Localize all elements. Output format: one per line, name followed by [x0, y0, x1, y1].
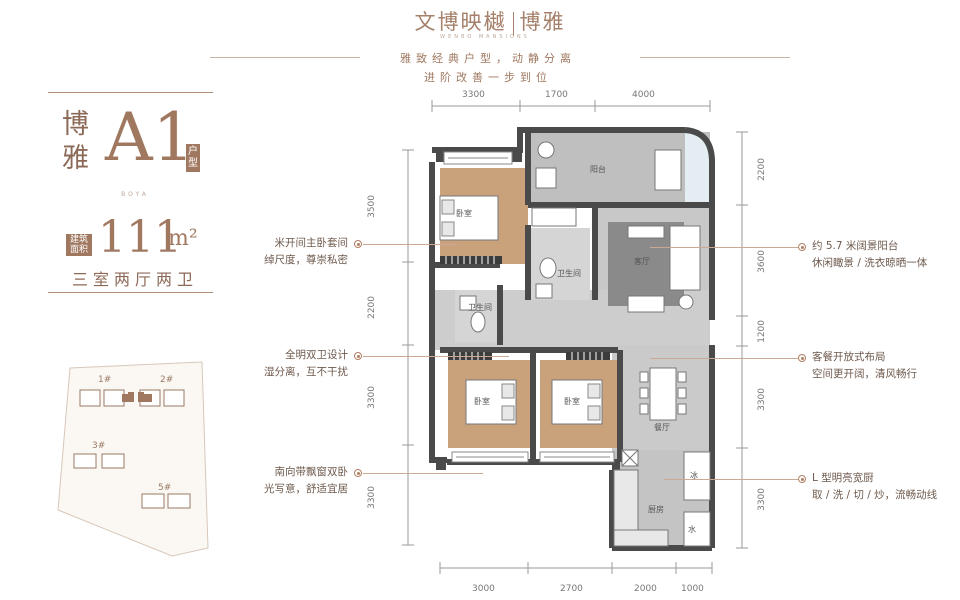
- annotation-leader-left-1: [363, 244, 457, 245]
- unit-bottom-rule: [48, 292, 213, 293]
- dim-bottom-2: 2700: [560, 584, 583, 594]
- annotation-left-1: 米开间主卧套间 绰尺度，尊崇私密: [258, 235, 348, 269]
- unit-name: 博 雅: [62, 108, 89, 176]
- annotation-left-3-line2: 光写意，舒适宜居: [264, 483, 348, 495]
- annotation-left-2: 全明双卫设计 湿分离，互不干扰: [258, 347, 348, 381]
- room-label-fridge: 冰: [690, 471, 698, 480]
- dim-top-2: 1700: [545, 90, 568, 100]
- annotation-left-1-line2: 绰尺度，尊崇私密: [264, 254, 348, 266]
- dim-top-1: 3300: [462, 90, 485, 100]
- unit-name-char-2: 雅: [62, 143, 89, 174]
- slogan-line-1: 雅致经典户型，动静分离: [400, 52, 576, 65]
- room-label-bathroom-main: 卫生间: [557, 269, 581, 278]
- annotation-right-1: 约 5.7 米阔景阳台 休闲瞰景 / 洗衣晾晒一体: [812, 238, 927, 272]
- room-label-master-bedroom: 卧室: [456, 209, 472, 218]
- sofa: [669, 225, 701, 291]
- room-label-bedroom-2: 卧室: [474, 397, 490, 406]
- site-building-2: 2#: [160, 375, 173, 385]
- annotation-right-2-line2: 空间更开阔，清风畅行: [812, 368, 917, 380]
- annotation-right-3-line2: 取 / 洗 / 切 / 炒，流畅动线: [812, 489, 938, 501]
- annotation-dot-right-1: [798, 243, 806, 251]
- area-label: 建筑面积: [66, 234, 92, 256]
- water-heater: [683, 511, 711, 547]
- room-label-kitchen: 厨房: [648, 505, 664, 514]
- annotation-leader-right-3: [664, 479, 798, 480]
- unit-top-rule: [48, 92, 213, 93]
- area-unit: m²: [168, 226, 198, 251]
- room-label-dining: 餐厅: [654, 423, 670, 432]
- annotation-left-1-line1: 米开间主卧套间: [274, 237, 349, 249]
- room-label-balcony: 阳台: [590, 165, 606, 174]
- annotation-right-3-line1: L 型明亮宽厨: [812, 472, 874, 484]
- room-label-water: 水: [688, 525, 696, 534]
- annotation-dot-right-3: [798, 475, 806, 483]
- header-rule-right: [640, 57, 790, 58]
- brand-title: 文博映樾博雅: [395, 6, 585, 36]
- site-building-5: 5#: [158, 483, 171, 493]
- annotation-right-1-line1: 约 5.7 米阔景阳台: [812, 240, 899, 252]
- unit-model: A1: [105, 99, 195, 176]
- dim-bottom-4: 1000: [681, 584, 704, 594]
- annotation-leader-right-2: [650, 358, 798, 359]
- unit-layout: 三室两厅两卫: [71, 270, 198, 289]
- site-building-3: 3#: [92, 441, 105, 451]
- annotation-dot-right-2: [798, 354, 806, 362]
- unit-name-char-1: 博: [62, 109, 89, 140]
- annotation-dot-left-1: [354, 240, 362, 248]
- annotation-left-3: 南向带飘窗双卧 光写意，舒适宜居: [258, 464, 348, 498]
- annotation-leader-left-2: [363, 356, 509, 357]
- slogan-line-2: 进阶改善一步到位: [424, 71, 552, 84]
- site-plan: 1# 2# 3# 5#: [57, 361, 209, 557]
- header-rule-left: [210, 57, 360, 58]
- site-building-1: 1#: [98, 375, 111, 385]
- annotation-right-1-line2: 休闲瞰景 / 洗衣晾晒一体: [812, 257, 928, 269]
- unit-model-suffix: 户型: [186, 144, 200, 172]
- unit-pinyin: BOYA: [121, 191, 149, 198]
- dim-bottom-1: 3000: [472, 584, 495, 594]
- annotation-left-2-line1: 全明双卫设计: [285, 349, 348, 361]
- dim-bottom-3: 2000: [634, 584, 657, 594]
- annotation-dot-left-3: [354, 469, 362, 477]
- annotation-left-3-line1: 南向带飘窗双卧: [274, 466, 349, 478]
- brand-series: 博雅: [519, 10, 566, 34]
- fridge: [683, 451, 711, 501]
- room-label-bedroom-3: 卧室: [564, 397, 580, 406]
- brand-divider: [512, 11, 514, 36]
- annotation-right-2: 客餐开放式布局 空间更开阔，清风畅行: [812, 349, 917, 383]
- brand-name: 文博映樾: [414, 10, 507, 34]
- dining-table: [649, 367, 677, 421]
- annotation-leader-right-1: [650, 247, 798, 248]
- annotation-right-2-line1: 客餐开放式布局: [812, 351, 886, 363]
- annotation-leader-left-3: [363, 473, 483, 474]
- room-label-bathroom-second: 卫生间: [468, 303, 492, 312]
- area-value: 111: [98, 212, 182, 263]
- room-label-living: 客厅: [634, 257, 650, 266]
- brand-subtitle: WENBO MANSIONS: [440, 34, 530, 40]
- annotation-dot-left-2: [354, 352, 362, 360]
- annotation-left-2-line2: 湿分离，互不干扰: [264, 366, 348, 378]
- annotation-right-3: L 型明亮宽厨 取 / 洗 / 切 / 炒，流畅动线: [812, 470, 937, 504]
- dim-top-3: 4000: [632, 90, 655, 100]
